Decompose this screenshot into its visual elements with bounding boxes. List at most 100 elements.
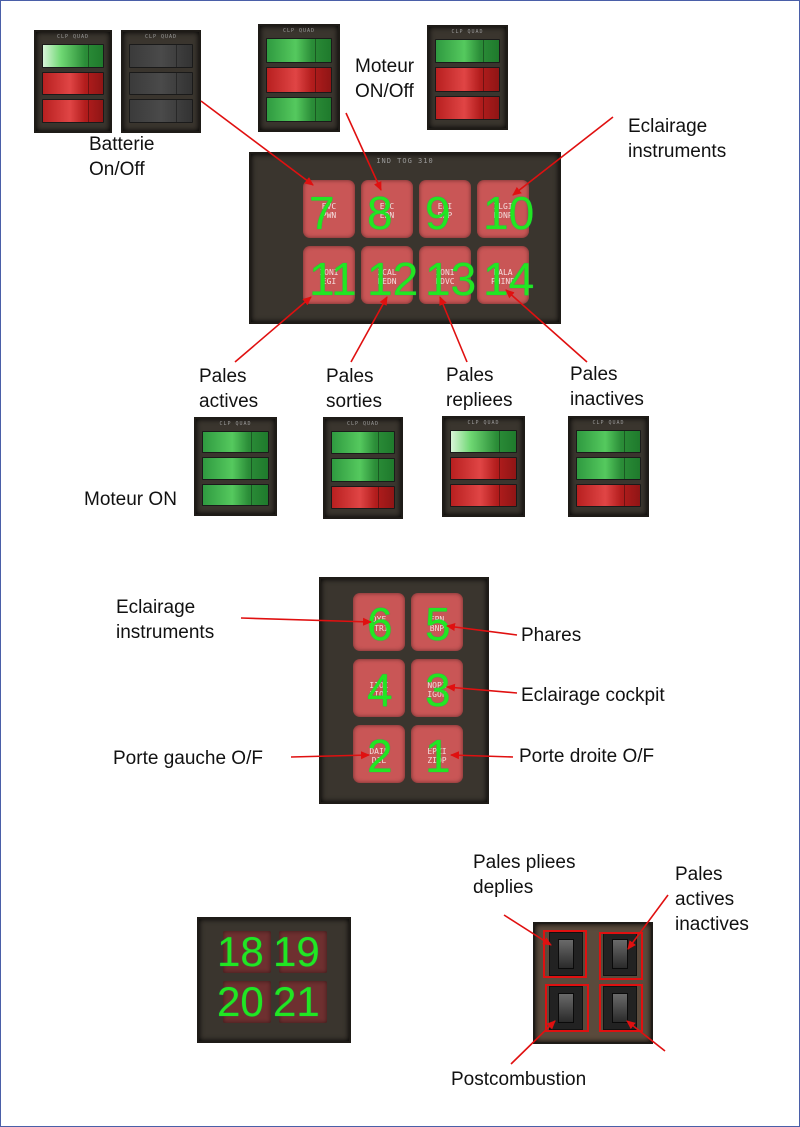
- indicator-panel-title: CLP QUAD: [144, 34, 178, 40]
- label-moteur-onoff: Moteur ON/Off: [355, 56, 415, 102]
- button-number-12: 12: [367, 253, 419, 305]
- indicator-light-green: [576, 457, 641, 480]
- indicator-light-green: [331, 458, 395, 482]
- label-batterie: Batterie On/Off: [89, 134, 155, 180]
- panel-button-4[interactable]: IIOI IIOI: [353, 659, 405, 717]
- button-number-13: 13: [425, 253, 477, 305]
- button-code-label: FPN BNP: [429, 615, 445, 634]
- switch-pales-pliees[interactable]: [549, 932, 583, 976]
- button-number-20: 20: [217, 978, 264, 1025]
- indicator-panel-moteur-off-1: CLP QUAD: [258, 24, 340, 132]
- button-code-label: IIOI IIOI: [369, 681, 389, 700]
- label-pales-actives: Pales actives: [199, 366, 259, 412]
- panel-button-5[interactable]: FPN BNP: [411, 593, 463, 651]
- label-eclairage-instruments-mid: Eclairage instruments: [116, 597, 215, 643]
- highlight-box-3: [545, 984, 589, 1032]
- top-panel-title: IND TOG 310: [376, 157, 434, 165]
- panel-button-19[interactable]: [279, 931, 327, 973]
- panel-button-20[interactable]: [223, 981, 271, 1023]
- indicator-light-red: [576, 484, 641, 507]
- label-pales-repliees: Pales repliees: [446, 365, 513, 411]
- switch-panel: [533, 922, 653, 1044]
- indicator-light-red: [450, 457, 517, 480]
- indicator-panel-title: CLP QUAD: [592, 420, 625, 426]
- panel-button-10[interactable]: ILGI EDNP: [477, 180, 529, 238]
- button-number-8: 8: [367, 187, 393, 239]
- button-code-label: NOPI IGOF: [427, 681, 447, 700]
- indicator-light-bright: [450, 430, 517, 453]
- label-postcombustion: Postcombustion: [451, 1069, 587, 1090]
- label-phares: Phares: [521, 625, 582, 646]
- indicator-light-bright: [42, 44, 104, 68]
- indicator-panel-pales-inactives: CLP QUAD: [568, 416, 649, 517]
- button-number-21: 21: [273, 978, 320, 1025]
- button-code-label: ZCAL EEDN: [377, 268, 397, 287]
- indicator-light-green: [576, 430, 641, 453]
- button-number-2: 2: [367, 730, 393, 782]
- label-eclairage-cockpit: Eclairage cockpit: [521, 685, 665, 706]
- panel-button-14[interactable]: PALA PHIND: [477, 246, 529, 304]
- panel-button-13[interactable]: IONI EDVC: [419, 246, 471, 304]
- button-code-label: DYF STRI: [369, 615, 389, 634]
- button-number-18: 18: [217, 928, 264, 975]
- button-code-label: IONI EGI: [319, 268, 339, 287]
- panel-button-9[interactable]: ELI BZP: [419, 180, 471, 238]
- switch-postcombustion-left[interactable]: [549, 986, 583, 1030]
- label-pales-actives-inactives: Pales actives inactives: [675, 864, 749, 935]
- button-code-label: IONI EDVC: [435, 268, 455, 287]
- indicator-light-green: [202, 431, 269, 454]
- indicator-panel-batterie-off: CLP QUAD: [121, 30, 201, 133]
- indicator-panel-title: CLP QUAD: [219, 421, 252, 427]
- button-number-9: 9: [425, 187, 451, 239]
- indicator-panel-batterie-on: CLP QUAD: [34, 30, 112, 133]
- button-code-label: EVC EDN: [379, 202, 395, 221]
- panel-button-12[interactable]: ZCAL EEDN: [361, 246, 413, 304]
- label-pales-sorties: Pales sorties: [326, 366, 382, 412]
- indicator-panel-pales-actives: CLP QUAD: [194, 417, 277, 516]
- label-pales-pliees: Pales pliees deplies: [473, 852, 576, 898]
- label-moteur-on: Moteur ON: [84, 489, 177, 510]
- indicator-light-green: [266, 96, 332, 122]
- highlight-box-4: [599, 984, 643, 1032]
- button-code-label: PALA PHIND: [490, 268, 516, 287]
- indicator-light-red: [331, 485, 395, 509]
- highlight-box-2: [599, 932, 643, 980]
- panel-button-18[interactable]: [223, 931, 271, 973]
- panel-button-11[interactable]: IONI EGI: [303, 246, 355, 304]
- indicator-light-green: [331, 431, 395, 455]
- button-code-label: EVC PWN: [321, 202, 337, 221]
- button-number-7: 7: [309, 187, 335, 239]
- button-code-label: EPZI ZIOP: [427, 747, 447, 766]
- indicator-light-green: [266, 38, 332, 64]
- indicator-light-green: [435, 39, 500, 64]
- label-porte-droite: Porte droite O/F: [519, 746, 655, 767]
- label-porte-gauche: Porte gauche O/F: [113, 748, 263, 769]
- panel-button-21[interactable]: [279, 981, 327, 1023]
- highlight-box-1: [543, 930, 587, 978]
- indicator-panel-title: CLP QUAD: [56, 34, 90, 40]
- indicator-light-green: [202, 483, 269, 506]
- button-code-label: ELI BZP: [437, 202, 453, 221]
- indicator-panel-title: CLP QUAD: [451, 29, 484, 35]
- button-number-6: 6: [367, 598, 393, 650]
- button-number-19: 19: [273, 928, 320, 975]
- indicator-panel-title: CLP QUAD: [282, 28, 316, 34]
- button-code-label: ILGI EDNP: [493, 202, 513, 221]
- label-pales-inactives: Pales inactives: [570, 364, 644, 410]
- label-eclairage-instruments-top: Eclairage instruments: [628, 116, 727, 162]
- button-number-10: 10: [483, 187, 535, 239]
- indicator-panel-pales-repliees: CLP QUAD: [442, 416, 525, 517]
- indicator-panel-pales-sorties: CLP QUAD: [323, 417, 403, 519]
- button-number-3: 3: [425, 664, 451, 716]
- indicator-light-red: [450, 484, 517, 507]
- indicator-panel-title: CLP QUAD: [346, 421, 380, 427]
- indicator-light-dark: [129, 71, 193, 96]
- indicator-light-green: [202, 457, 269, 480]
- button-code-label: DAIL DIL: [369, 747, 389, 766]
- indicator-panel-title: CLP QUAD: [467, 420, 500, 426]
- indicator-light-red: [42, 71, 104, 96]
- button-number-1: 1: [425, 730, 451, 782]
